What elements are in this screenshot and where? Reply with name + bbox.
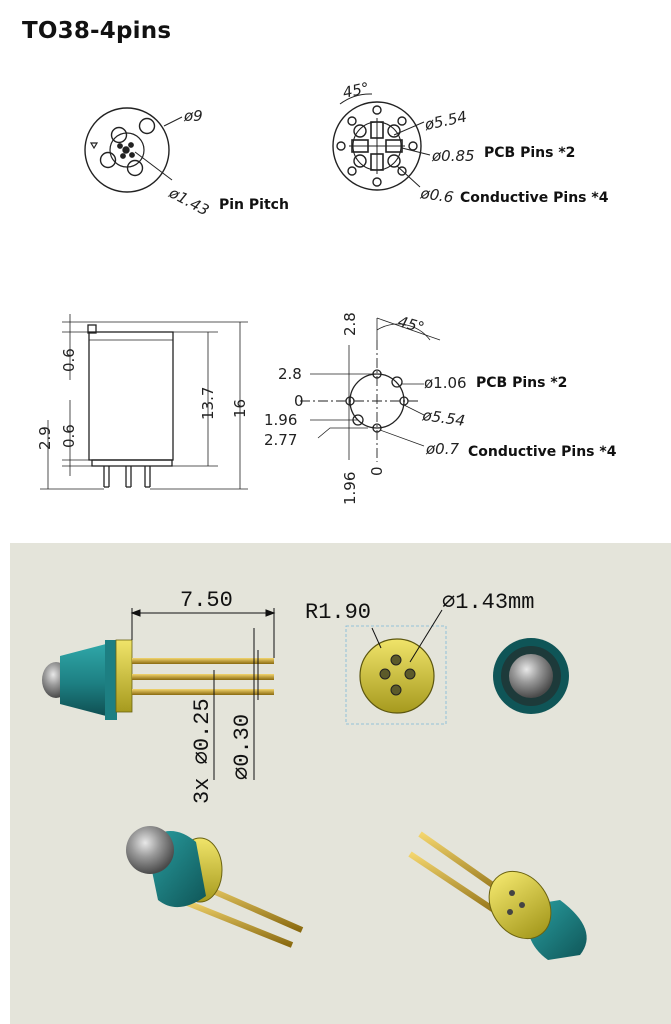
bottom-view-left [84, 107, 183, 193]
pin-pcb-diameter: ø1.06 [424, 374, 467, 392]
pin-y-277: 2.77 [264, 431, 297, 449]
dim-137: 13.7 [199, 387, 217, 420]
diameter-06-label: ø0.6 [418, 184, 454, 207]
cad-radius-label: R1.90 [305, 600, 371, 625]
cad-iso-view-left [126, 826, 304, 948]
cad-front-view [493, 638, 569, 714]
cad-bottom-view [345, 609, 447, 725]
cad-pin-diameter-030: ⌀0.30 [230, 714, 255, 780]
cad-side-view [42, 639, 274, 720]
diameter-085-label: ø0.85 [431, 147, 475, 165]
pin-cond-label: Conductive Pins *4 [468, 444, 617, 460]
cad-pin-diameter-025: 3x ⌀0.25 [190, 698, 215, 804]
cad-length-750: 7.50 [180, 588, 233, 613]
diameter-9-label: ø9 [183, 107, 203, 125]
bottom-view-right [332, 93, 431, 191]
pin-layout-view [300, 317, 441, 462]
pin-y-196: 1.96 [264, 411, 297, 429]
dim-29: 2.9 [36, 426, 54, 450]
pin-cond-diameter: ø0.7 [425, 440, 459, 458]
page-title: TO38-4pins [22, 18, 172, 44]
cad-pitch-label: ⌀1.43mm [442, 590, 534, 615]
pcb-pins-label: PCB Pins *2 [484, 145, 575, 161]
dim-top-06: 0.6 [60, 348, 78, 372]
pin-y-0: 0 [294, 392, 304, 410]
pin-pcb-label: PCB Pins *2 [476, 375, 567, 391]
dim-bottom-06: 0.6 [60, 424, 78, 448]
dim-16: 16 [231, 399, 249, 418]
pin-x-196: 1.96 [341, 472, 359, 505]
conductive-pins-label: Conductive Pins *4 [460, 190, 609, 206]
pin-x-0: 0 [368, 466, 386, 476]
pin-circle-diameter: ø5.54 [420, 406, 466, 430]
pin-dim-top-28: 2.8 [341, 312, 359, 336]
cad-side-dimensions [130, 608, 276, 780]
technical-drawings: ø9 ø1.43 Pin Pitch 45° ø5.54 ø0.85 PCB P… [36, 79, 617, 505]
pin-pitch-label: Pin Pitch [219, 197, 289, 213]
side-view [40, 314, 248, 490]
pin-y-28: 2.8 [278, 365, 302, 383]
angle-45-label: 45° [341, 79, 371, 102]
cad-iso-view-right [408, 831, 587, 960]
